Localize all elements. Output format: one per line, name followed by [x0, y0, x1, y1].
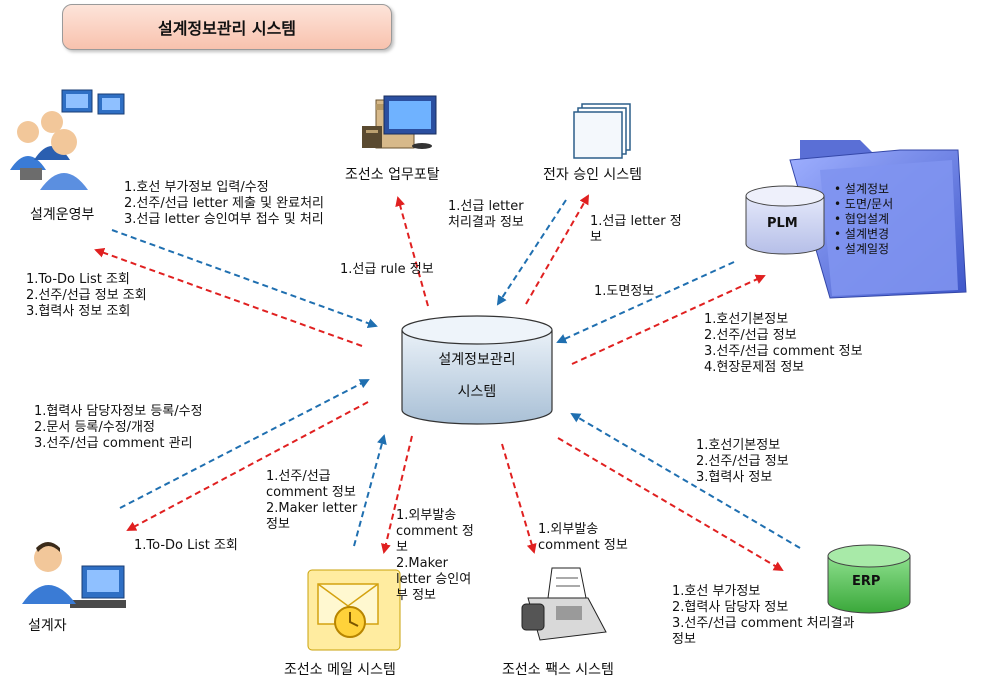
- flow-label-center-to-designer: 1.To-Do List 조회: [134, 538, 238, 553]
- arrow-center-to-approval: [525, 194, 589, 305]
- central-system-label: 설계정보관리 시스템: [402, 348, 552, 404]
- node-label-e-approval: 전자 승인 시스템: [543, 167, 643, 183]
- arrow-ops-to-center: [111, 229, 378, 328]
- node-label-designer: 설계자: [28, 618, 67, 634]
- arrow-center-to-portal: [395, 196, 429, 307]
- people-group-icon: [10, 89, 125, 190]
- flow-label-plm-to-center: 1.도면정보: [594, 284, 655, 299]
- node-label-mail: 조선소 메일 시스템: [284, 662, 396, 678]
- documents-icon: [573, 103, 631, 159]
- central-label-line2: 시스템: [457, 384, 497, 400]
- node-label-portal: 조선소 업무포탈: [345, 167, 440, 183]
- plm-cylinder: [745, 185, 825, 255]
- arrow-plm-to-center: [556, 261, 735, 344]
- fax-icon: [521, 567, 607, 641]
- list-item: • 설계일정: [834, 242, 890, 256]
- arrow-approval-to-center: [496, 199, 567, 306]
- plm-label: PLM: [767, 216, 798, 231]
- arrow-center-to-plm: [571, 274, 766, 365]
- erp-label: ERP: [852, 574, 881, 589]
- plm-item-list: • 설계정보 • 도면/문서 • 협업설계 • 설계변경 • 설계일정: [834, 182, 893, 257]
- list-item: • 설계정보: [834, 182, 890, 196]
- arrow-erp-to-center: [570, 412, 801, 549]
- arrow-center-to-designer: [126, 401, 369, 531]
- designer-icon: [22, 542, 126, 608]
- arrow-mail-to-center: [353, 434, 387, 547]
- central-label-line1: 설계정보관리: [438, 352, 516, 368]
- node-label-design-ops: 설계운영부: [30, 207, 95, 223]
- arrow-center-to-erp: [557, 437, 784, 572]
- list-item: • 설계변경: [834, 227, 890, 241]
- arrow-designer-to-center: [119, 379, 370, 509]
- mail-icon: [307, 569, 401, 651]
- page-title: 설계정보관리 시스템: [157, 19, 297, 38]
- folder-icon: [789, 140, 967, 299]
- flow-label-center-to-portal: 1.선급 rule 정보: [340, 262, 434, 277]
- computer-icon: [362, 95, 437, 149]
- node-label-fax: 조선소 팩스 시스템: [502, 662, 614, 678]
- list-item: • 협업설계: [834, 212, 890, 226]
- central-system-cylinder: [401, 315, 553, 425]
- list-item: • 도면/문서: [834, 197, 894, 211]
- erp-cylinder: [827, 544, 911, 614]
- arrow-center-to-ops: [94, 248, 363, 347]
- title-box: 설계정보관리 시스템: [62, 4, 392, 50]
- arrow-center-to-fax: [501, 443, 537, 554]
